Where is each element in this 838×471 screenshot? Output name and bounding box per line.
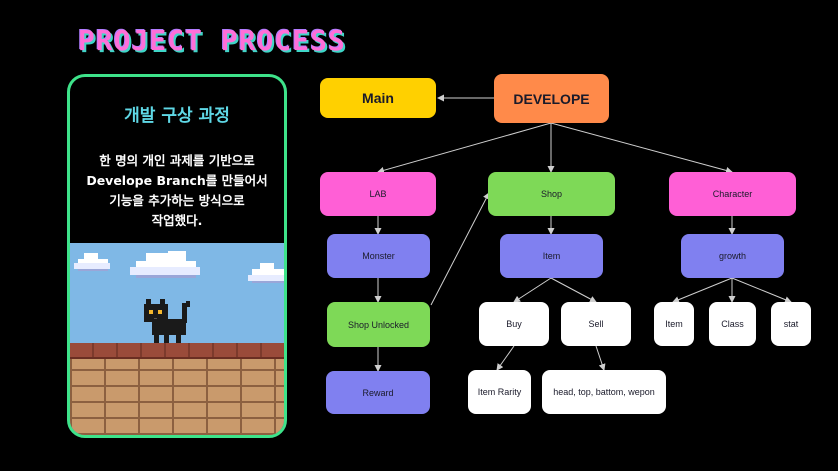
node-character-item[interactable]: Item — [654, 302, 694, 346]
card-heading: 개발 구상 과정 — [124, 106, 230, 126]
node-item[interactable]: Item — [500, 234, 603, 278]
node-growth[interactable]: growth — [681, 234, 784, 278]
node-shop[interactable]: Shop — [488, 172, 615, 216]
node-item-rarity[interactable]: Item Rarity — [468, 370, 531, 414]
card-description: 한 명의 개인 과제를 기반으로 Develope Branch를 만들어서 기… — [86, 153, 268, 228]
pixel-art-scene — [70, 243, 284, 435]
node-character[interactable]: Character — [669, 172, 796, 216]
node-stat[interactable]: stat — [771, 302, 811, 346]
node-monster[interactable]: Monster — [327, 234, 430, 278]
node-buy[interactable]: Buy — [479, 302, 549, 346]
node-reward[interactable]: Reward — [326, 371, 430, 414]
node-lab[interactable]: LAB — [320, 172, 436, 216]
node-develope[interactable]: DEVELOPE — [494, 74, 609, 123]
cloud-icon — [74, 253, 110, 271]
node-equipment[interactable]: head, top, battom, wepon — [542, 370, 666, 414]
node-sell[interactable]: Sell — [561, 302, 631, 346]
page-title: PROJECT PROCESS — [78, 24, 346, 57]
cloud-icon — [248, 263, 284, 283]
cat-icon — [144, 299, 190, 343]
cloud-icon — [130, 251, 200, 278]
brick-wall — [70, 359, 284, 435]
process-card: 개발 구상 과정 한 명의 개인 과제를 기반으로 Develope Branc… — [67, 74, 287, 438]
node-shop-unlocked[interactable]: Shop Unlocked — [327, 302, 430, 347]
node-main[interactable]: Main — [320, 78, 436, 118]
node-class[interactable]: Class — [709, 302, 756, 346]
wall-top — [70, 343, 284, 359]
